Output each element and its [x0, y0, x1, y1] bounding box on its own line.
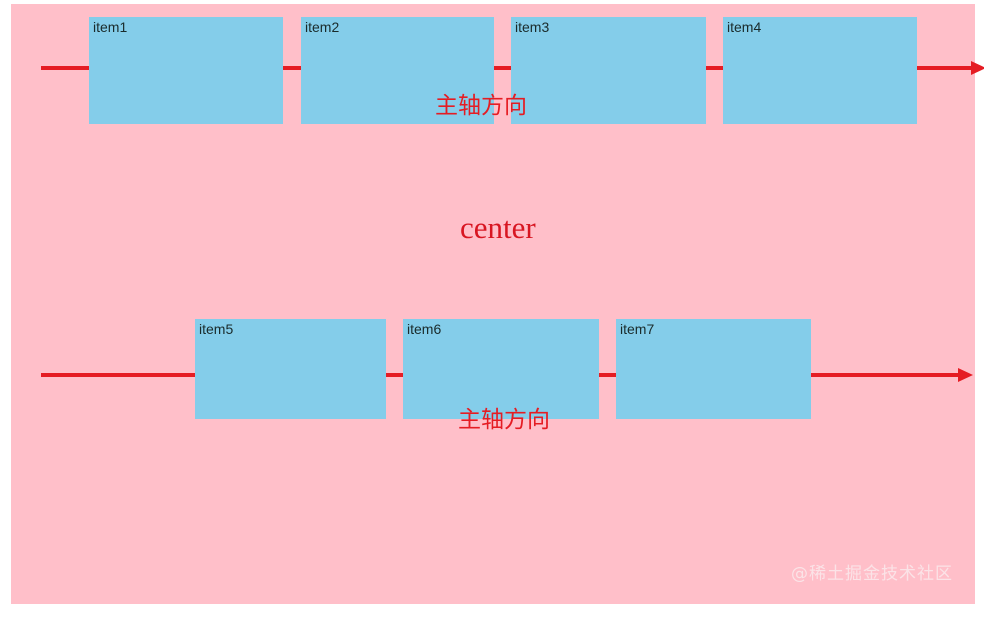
flex-item-5-label: item5 [199, 321, 234, 337]
flex-item-6-label: item6 [407, 321, 442, 337]
flex-item-3-label: item3 [515, 19, 550, 35]
flex-item-2[interactable]: item2 [301, 17, 494, 124]
watermark: @稀土掘金技术社区 [791, 564, 953, 584]
main-axis-label-row1: 主轴方向 [435, 92, 527, 118]
flex-item-4[interactable]: item4 [723, 17, 917, 124]
flex-item-2-label: item2 [305, 19, 340, 35]
flex-container: item1 item2 item3 item4 主轴方向 center item… [11, 4, 984, 604]
flex-item-4-label: item4 [727, 19, 762, 35]
main-axis-label-row2: 主轴方向 [458, 406, 550, 432]
flex-item-7[interactable]: item7 [616, 319, 811, 419]
flex-item-1[interactable]: item1 [89, 17, 283, 124]
flex-item-5[interactable]: item5 [195, 319, 386, 419]
flex-item-3[interactable]: item3 [511, 17, 706, 124]
flex-item-1-label: item1 [93, 19, 128, 35]
align-items-center-label: center [460, 210, 536, 245]
flex-item-6[interactable]: item6 [403, 319, 599, 419]
flex-item-7-label: item7 [620, 321, 655, 337]
